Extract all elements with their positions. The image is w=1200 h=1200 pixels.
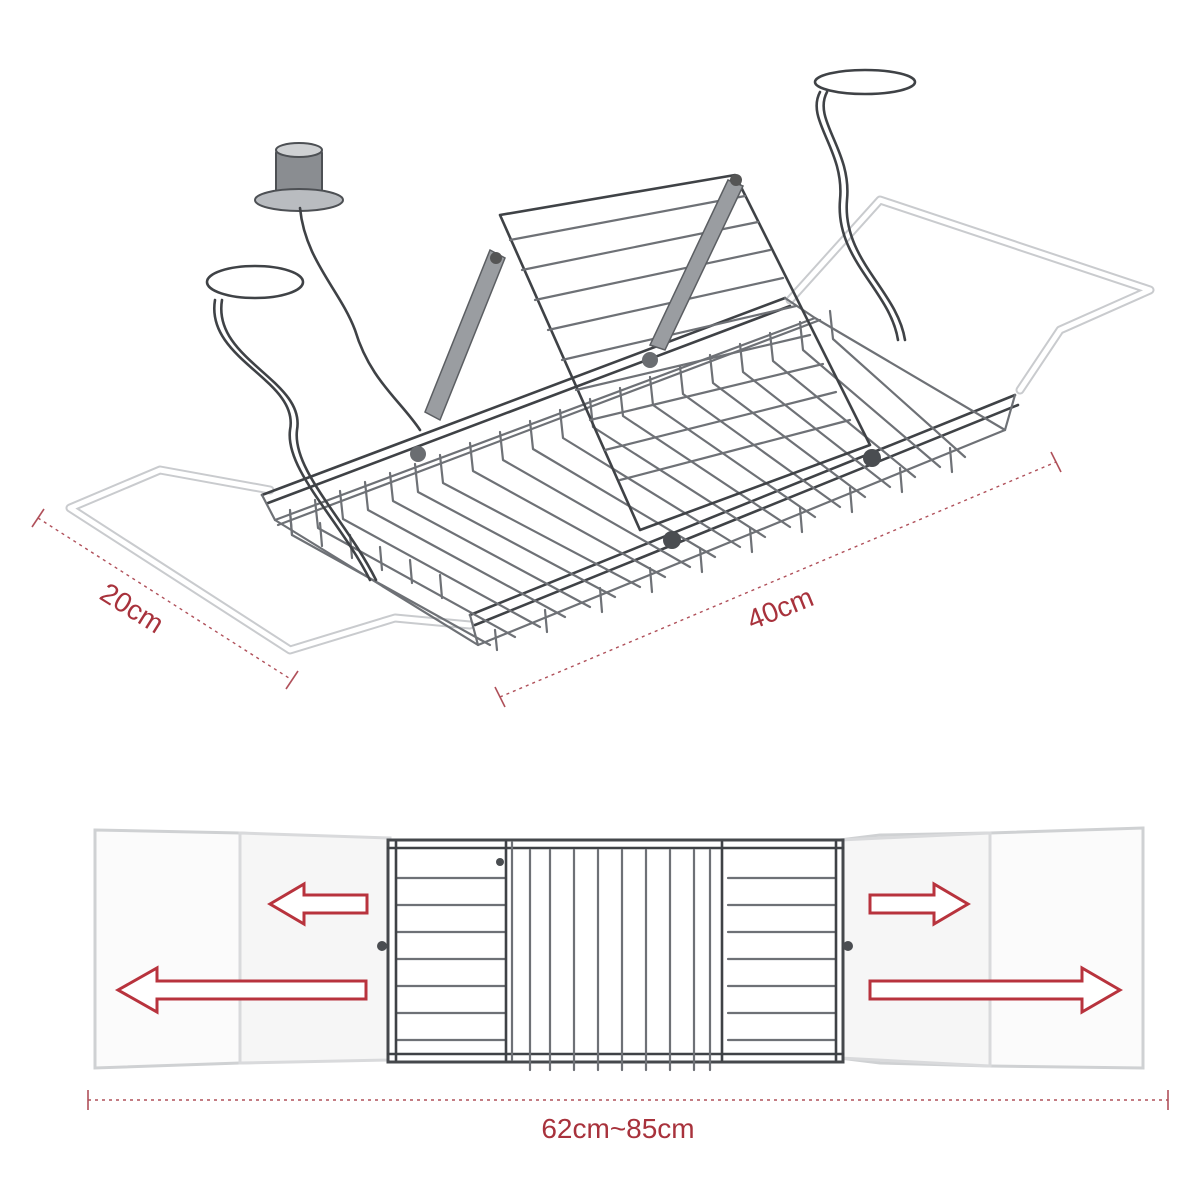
- tray-right-inner: [838, 831, 992, 1068]
- extended-length-label: 62cm~85cm: [541, 1113, 694, 1144]
- arrow-right-icon: [868, 881, 971, 927]
- arrow-left-icon: [114, 965, 368, 1015]
- extension-arm-left: [65, 465, 475, 655]
- dimension-extended: 62cm~85cm: [87, 1090, 1169, 1144]
- rivet-icon: [490, 252, 502, 264]
- caddy-top-view: 62cm~85cm: [87, 826, 1169, 1144]
- dimension-width: 20cm: [31, 508, 299, 690]
- caddy-perspective-view: 20cm 40cm: [31, 68, 1155, 708]
- knob-icon: [863, 449, 881, 467]
- basket-bars: [288, 309, 967, 652]
- basket-top-view: [377, 838, 853, 1072]
- glass-holder-left: [205, 264, 378, 582]
- knob-icon: [663, 531, 681, 549]
- cup-holder: [254, 142, 422, 432]
- basket-frame: [260, 296, 1020, 647]
- arrow-right-icon: [868, 965, 1123, 1015]
- arrow-left-icon: [267, 881, 369, 927]
- extension-arm-right: [785, 195, 1155, 395]
- tray-left-inner: [238, 831, 392, 1065]
- rivet-icon: [730, 174, 742, 186]
- reading-rack: [410, 173, 881, 549]
- width-label: 20cm: [95, 577, 169, 640]
- glass-holder-right: [813, 68, 917, 342]
